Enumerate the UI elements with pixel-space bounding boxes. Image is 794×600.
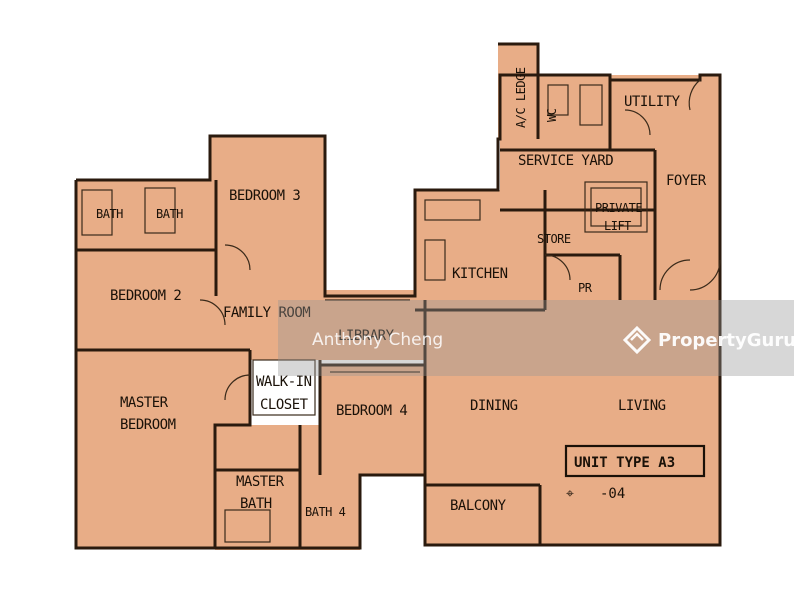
label-closet: CLOSET (260, 397, 309, 413)
label-master-bedroom-2: BEDROOM (120, 417, 176, 433)
label-walk-in: WALK-IN (256, 374, 312, 390)
room-labels: A/C LEDGE WC UTILITY SERVICE YARD FOYER … (96, 67, 707, 519)
label-master-bath-1: MASTER (236, 474, 285, 490)
watermark-brand: PropertyGuru (658, 330, 794, 351)
label-dining: DINING (470, 398, 518, 414)
label-service-yard: SERVICE YARD (518, 153, 613, 169)
propertyguru-logo-icon (622, 325, 652, 355)
label-private-lift-2: LIFT (604, 219, 631, 233)
watermark-band (278, 300, 794, 376)
unit-marker-icon: ⌖ (566, 486, 574, 502)
label-foyer: FOYER (666, 173, 707, 189)
label-bath-2: BATH (156, 207, 183, 221)
label-pr: PR (578, 281, 593, 295)
label-utility: UTILITY (624, 94, 681, 110)
label-kitchen: KITCHEN (452, 266, 508, 282)
label-master-bedroom-1: MASTER (120, 395, 169, 411)
label-living: LIVING (618, 398, 666, 414)
fixtures (81, 79, 721, 543)
label-wc: WC (545, 108, 559, 122)
unit-type-label: UNIT TYPE A3 (574, 455, 675, 471)
unit-number: -04 (600, 486, 625, 502)
unit-type-box: UNIT TYPE A3 ⌖ -04 (564, 444, 706, 502)
label-master-bath-2: BATH (240, 496, 272, 512)
label-bedroom-4: BEDROOM 4 (336, 403, 407, 419)
label-bath-1: BATH (96, 207, 123, 221)
label-bath-4: BATH 4 (305, 505, 346, 519)
watermark-agent-name: Anthony Cheng (312, 330, 444, 350)
label-bedroom-2: BEDROOM 2 (110, 288, 181, 304)
label-private-lift-1: PRIVATE (595, 201, 642, 215)
label-bedroom-3: BEDROOM 3 (229, 188, 300, 204)
floor-fill (76, 44, 720, 550)
label-library: LIBRARY (338, 328, 395, 344)
label-store: STORE (537, 232, 571, 246)
label-balcony: BALCONY (450, 498, 507, 514)
walls (74, 42, 722, 550)
label-family-room: FAMILY ROOM (223, 305, 310, 321)
label-ac-ledge: A/C LEDGE (514, 67, 528, 128)
